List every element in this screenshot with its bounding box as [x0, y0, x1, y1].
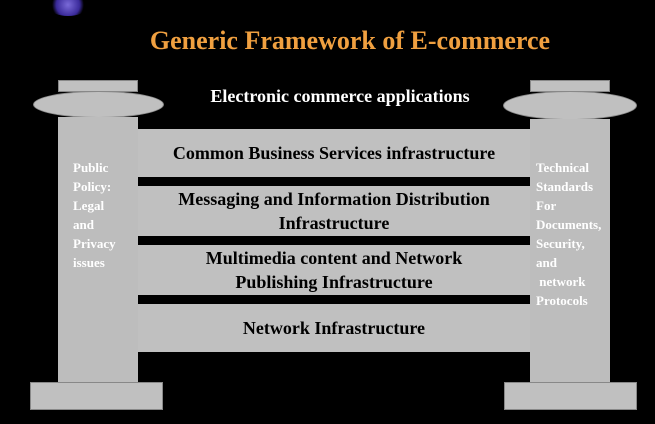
band-label-line: Multimedia content and Network	[205, 248, 463, 268]
decorative-logo	[50, 0, 86, 16]
right-pillar-line: For	[536, 198, 557, 213]
left-pillar-line: Public	[73, 160, 109, 175]
left-pillar-line: and	[73, 217, 94, 232]
band-label-line: Publishing Infrastructure	[235, 272, 433, 292]
right-pillar-line: and	[536, 255, 557, 270]
right-pillar-line: Security,	[536, 236, 585, 251]
left-pillar-base	[30, 382, 163, 410]
left-pillar-line: Policy:	[73, 179, 112, 194]
band-label-line: Common Business Services infrastructure	[172, 143, 496, 163]
right-pillar-line: Documents,	[536, 217, 602, 232]
band-multimedia: Multimedia content and Network Publishin…	[138, 245, 530, 295]
right-pillar-line: Technical	[536, 160, 589, 175]
applications-label: Electronic commerce applications	[210, 86, 470, 106]
right-pillar-base	[504, 382, 637, 410]
right-pillar-text: Technical Standards For Documents, Secur…	[536, 158, 601, 310]
right-pillar-shaft	[530, 119, 610, 383]
left-pillar-line: issues	[73, 255, 105, 270]
left-pillar-shaft	[58, 117, 138, 383]
right-pillar-line: Protocols	[536, 293, 588, 308]
right-pillar-line: network	[536, 274, 586, 289]
right-pillar-line: Standards	[536, 179, 594, 194]
left-pillar-line: Legal	[73, 198, 105, 213]
band-messaging: Messaging and Information Distribution I…	[138, 186, 530, 236]
slide-title: Generic Framework of E-commerce	[149, 26, 551, 55]
band-label-line: Network Infrastructure	[242, 318, 426, 338]
left-pillar-echinus	[33, 91, 164, 118]
band-label-line: Messaging and Information Distribution	[178, 189, 490, 209]
left-pillar-line: Privacy	[73, 236, 116, 251]
band-network: Network Infrastructure	[138, 304, 530, 352]
left-pillar-text: Public Policy: Legal and Privacy issues	[73, 158, 116, 272]
band-label-line: Infrastructure	[278, 213, 390, 233]
band-business-services: Common Business Services infrastructure	[138, 129, 530, 177]
